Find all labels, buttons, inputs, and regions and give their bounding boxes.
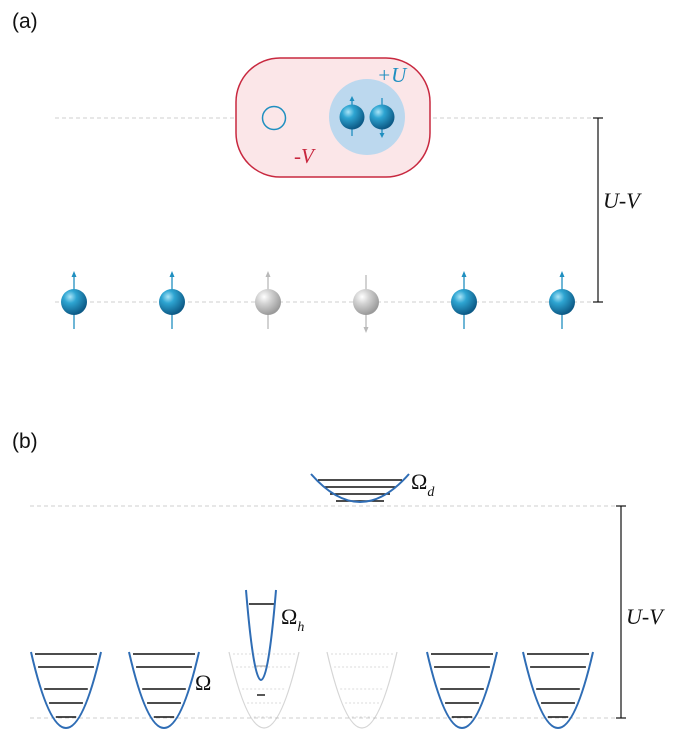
panel-a-label: (a) xyxy=(12,10,38,33)
holon-circle xyxy=(261,105,287,131)
gap-label-a: U-V xyxy=(603,188,642,213)
doublon-spin-down xyxy=(369,98,395,138)
doublon-spin-up xyxy=(339,96,365,136)
omega-label: Ω xyxy=(195,670,211,695)
gap-bracket-b xyxy=(616,505,626,719)
occupied-site xyxy=(549,271,575,329)
site-wells xyxy=(30,651,594,729)
gap-bracket-a xyxy=(593,117,603,303)
panel-b-label: (b) xyxy=(12,430,38,453)
minus-v-label: -V xyxy=(294,144,316,168)
empty-site xyxy=(353,275,379,333)
site-well xyxy=(426,651,498,729)
empty-site xyxy=(255,271,281,329)
faded-site-well xyxy=(326,651,398,729)
doublon-well xyxy=(310,473,410,503)
plus-u-label: +U xyxy=(377,63,408,87)
occupied-site xyxy=(159,271,185,329)
site-well xyxy=(128,651,200,729)
site-well xyxy=(522,651,594,729)
omega-d-label: Ωd xyxy=(411,469,435,500)
omega-h-label: Ωh xyxy=(281,604,304,635)
occupied-site xyxy=(61,271,87,329)
site-well xyxy=(30,651,102,729)
occupied-site xyxy=(451,271,477,329)
lattice-sites xyxy=(61,271,575,333)
faded-site-well xyxy=(228,651,300,729)
gap-label-b: U-V xyxy=(626,604,665,629)
doublon-halo xyxy=(329,79,405,155)
holon-well xyxy=(245,589,277,696)
